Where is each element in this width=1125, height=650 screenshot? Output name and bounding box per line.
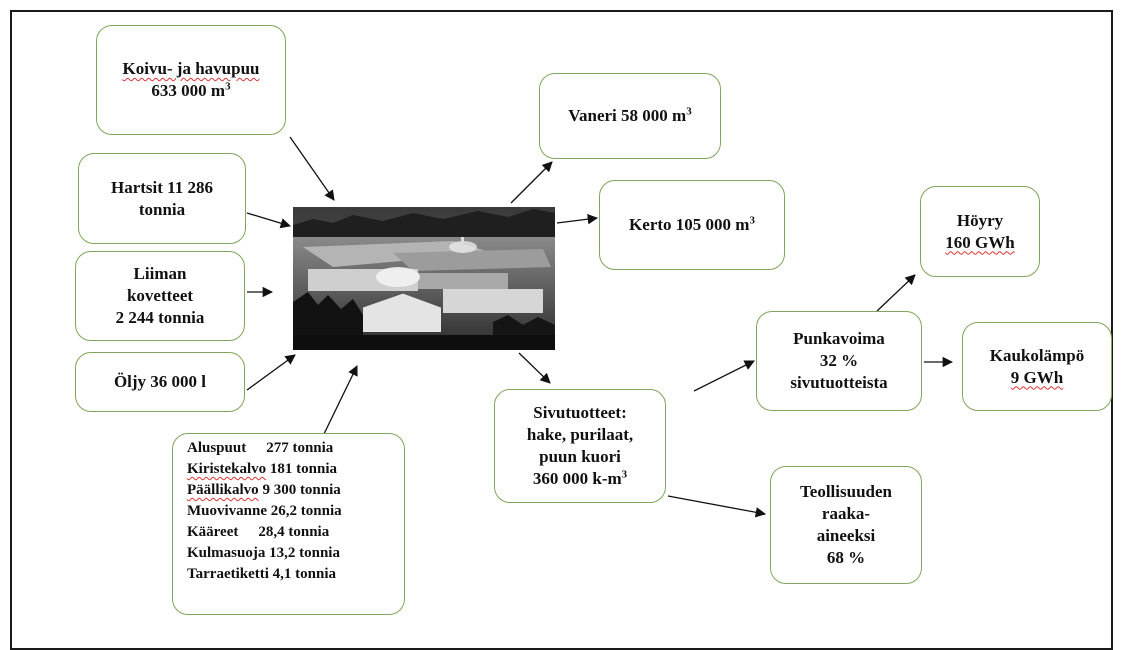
oljy-label: Öljy 36 000 l — [113, 372, 207, 391]
packaging-amount: 181 tonnia — [269, 461, 338, 477]
byproduct-kaukolampo-box: Kaukolämpö 9 GWh — [962, 322, 1112, 411]
hoyry-line2: 160 GWh — [945, 232, 1015, 252]
packaging-row: Kääreet 28,4 tonnia — [187, 522, 394, 543]
sivutuotteet-line4: 360 000 k-m — [532, 469, 622, 488]
packaging-amount: 4,1 tonnia — [272, 566, 337, 582]
teollisuuden-line2: raaka- — [821, 504, 871, 523]
kerto-line: Kerto 105 000 m3 — [629, 214, 755, 236]
byproduct-punkavoima-box: Punkavoima 32 % sivutuotteista — [756, 311, 922, 411]
teollisuuden-line4: 68 % — [826, 548, 866, 567]
arrow-sivutuotteet-to-teollisuuden — [667, 495, 767, 518]
packaging-amount: 13,2 tonnia — [269, 545, 340, 561]
liiman-line2: kovetteet — [126, 286, 194, 305]
input-koivu-havupuu-box: Koivu- ja havupuu 633 000 m3 — [96, 25, 286, 135]
product-kerto-box: Kerto 105 000 m3 — [599, 180, 785, 270]
arrow-sivutuotteet-to-punkavoima — [693, 360, 755, 392]
kaukolampo-line1: Kaukolämpö — [989, 345, 1085, 365]
arrow-factory-to-kerto — [556, 214, 599, 225]
kaukolampo-line2: 9 GWh — [1010, 367, 1064, 387]
product-vaneri-box: Vaneri 58 000 m3 — [539, 73, 721, 159]
packaging-amount: 28,4 tonnia — [258, 524, 330, 540]
arrow-factory-to-vaneri — [510, 161, 553, 204]
packaging-amount: 277 tonnia — [266, 440, 334, 456]
byproduct-teollisuuden-box: Teollisuuden raaka- aineeksi 68 % — [770, 466, 922, 584]
packaging-row: Päällikalvo 9 300 tonnia — [187, 480, 394, 501]
sivutuotteet-line2: hake, purilaat, — [526, 425, 634, 444]
byproduct-hoyry-box: Höyry 160 GWh — [920, 186, 1040, 277]
packaging-name: Muovivanne — [187, 503, 268, 519]
hartsit-line1: Hartsit 11 286 — [111, 177, 213, 197]
kerto-label: Kerto 105 000 m — [629, 215, 750, 234]
koivu-unit-sup: 3 — [225, 80, 231, 93]
arrow-factory-to-sivutuotteet — [518, 352, 551, 384]
koivu-amount-line: 633 000 m3 — [123, 80, 260, 102]
teollisuuden-line1: Teollisuuden — [800, 482, 892, 501]
packaging-name: Tarraetiketti — [187, 566, 269, 582]
arrow-packaging-to-factory — [322, 365, 358, 437]
flow-arrows — [246, 136, 954, 518]
packaging-name: Kääreet — [187, 524, 239, 540]
kerto-unit-sup: 3 — [749, 214, 755, 227]
input-hartsit-box: Hartsit 11 286 tonnia — [78, 153, 246, 244]
vaneri-label: Vaneri 58 000 m — [568, 106, 687, 125]
liiman-line1: Liiman — [133, 264, 187, 283]
packaging-row: Aluspuut 277 tonnia — [187, 438, 394, 459]
factory-photo-graphic — [293, 207, 555, 350]
input-packaging-box: Aluspuut 277 tonnia Kiristekalvo 181 tonn… — [172, 433, 405, 615]
hartsit-line2: tonnia — [138, 199, 186, 219]
liiman-line3: 2 244 tonnia — [115, 308, 205, 327]
vaneri-line: Vaneri 58 000 m3 — [568, 105, 691, 127]
packaging-name: Aluspuut — [187, 440, 247, 456]
arrow-punkavoima-to-hoyry — [876, 274, 916, 312]
byproduct-sivutuotteet-box: Sivutuotteet: hake, purilaat, puun kuori… — [494, 389, 666, 503]
vaneri-unit-sup: 3 — [686, 105, 692, 118]
sivutuotteet-line4-wrap: 360 000 k-m3 — [527, 468, 633, 490]
sivutuotteet-line1: Sivutuotteet: — [533, 403, 627, 422]
packaging-row: Tarraetiketti 4,1 tonnia — [187, 564, 394, 585]
arrow-oljy-to-factory — [246, 354, 296, 391]
punkavoima-line2: 32 % — [819, 351, 859, 370]
input-oljy-box: Öljy 36 000 l — [75, 352, 245, 412]
sivutuotteet-line3: puun kuori — [539, 447, 621, 466]
packaging-name: Päällikalvo — [187, 482, 259, 498]
sivutuotteet-unit-sup: 3 — [621, 468, 628, 481]
teollisuuden-line3: aineeksi — [816, 526, 876, 545]
packaging-name: Kiristekalvo — [187, 461, 267, 477]
packaging-row: Kulmasuoja 13,2 tonnia — [187, 543, 394, 564]
punkavoima-line3: sivutuotteista — [790, 373, 888, 392]
packaging-amount: 26,2 tonnia — [270, 503, 342, 519]
hoyry-line1: Höyry — [956, 210, 1004, 230]
packaging-amount: 9 300 tonnia — [262, 482, 341, 498]
arrow-koivu-to-factory — [289, 136, 335, 201]
packaging-row: Muovivanne 26,2 tonnia — [187, 501, 394, 522]
punkavoima-line1: Punkavoima — [793, 329, 885, 348]
input-liiman-box: Liiman kovetteet 2 244 tonnia — [75, 251, 245, 341]
packaging-row: Kiristekalvo 181 tonnia — [187, 459, 394, 480]
koivu-amount: 633 000 m — [151, 81, 226, 100]
arrow-hartsit-to-factory — [246, 212, 291, 229]
koivu-name: Koivu- ja havupuu — [122, 59, 260, 78]
factory-photo — [293, 207, 555, 350]
packaging-name: Kulmasuoja — [187, 545, 266, 561]
